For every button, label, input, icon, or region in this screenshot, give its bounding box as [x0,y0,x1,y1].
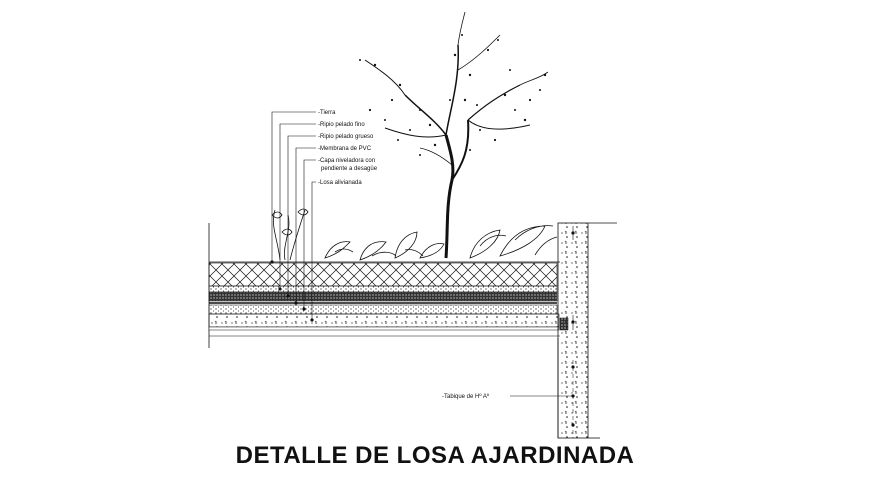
label-ripio-grueso: -Ripio pelado grueso [318,134,374,140]
drawing-title: DETALLE DE LOSA AJARDINADA [235,442,635,469]
label-tierra: -Tierra [318,110,336,116]
label-capa-niveladora: -Capa niveladora con [318,158,375,164]
slab-layer [208,313,560,328]
soil-layer [208,262,558,287]
slab-section [208,223,569,348]
label-capa-niveladora-2: pendiente a desagüe [321,166,378,172]
label-losa: -Losa alivianada [318,180,362,186]
label-tabique: -Tabique de Hº Aº [442,393,490,400]
fine-gravel-layer [208,285,558,293]
leveling-layer [208,304,558,315]
label-membrana: -Membrana de PVC [318,146,372,152]
label-ripio-fino: -Ripio pelado fino [318,122,365,128]
leader-lines [270,111,573,397]
wall-section [557,222,617,439]
coarse-gravel-layer [208,291,558,302]
plant-icon [271,208,558,261]
tree-icon [359,11,549,259]
layer-labels: -Tierra -Ripio pelado fino -Ripio pelado… [318,110,490,400]
